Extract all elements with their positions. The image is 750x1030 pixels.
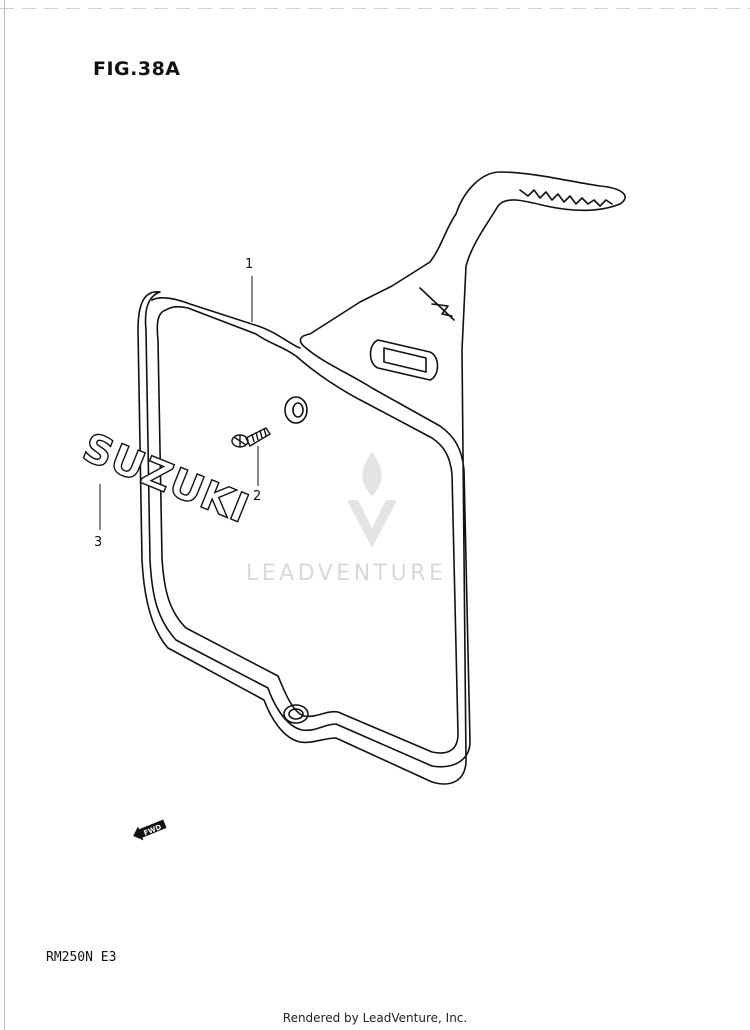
callout-1: 1: [245, 257, 254, 272]
fwd-arrow-icon: FWD: [133, 819, 167, 841]
callout-3: 3: [94, 535, 103, 550]
watermark-text: LEADVENTURE: [246, 561, 447, 586]
figure-title: FIG.38A: [93, 58, 181, 80]
suzuki-decal: SUZUKI: [76, 425, 255, 533]
footer-credit: Rendered by LeadVenture, Inc.: [282, 1011, 468, 1025]
model-label: RM250N E3: [46, 950, 117, 965]
page-edge: [4, 0, 5, 1030]
number-plate: [137, 171, 626, 785]
screw: [231, 427, 271, 448]
page-top-edge: [0, 8, 750, 9]
fwd-label: FWD: [143, 823, 163, 837]
leader-lines: [99, 276, 259, 530]
flame-v-logo-icon: [347, 452, 397, 548]
callout-2: 2: [253, 489, 262, 504]
